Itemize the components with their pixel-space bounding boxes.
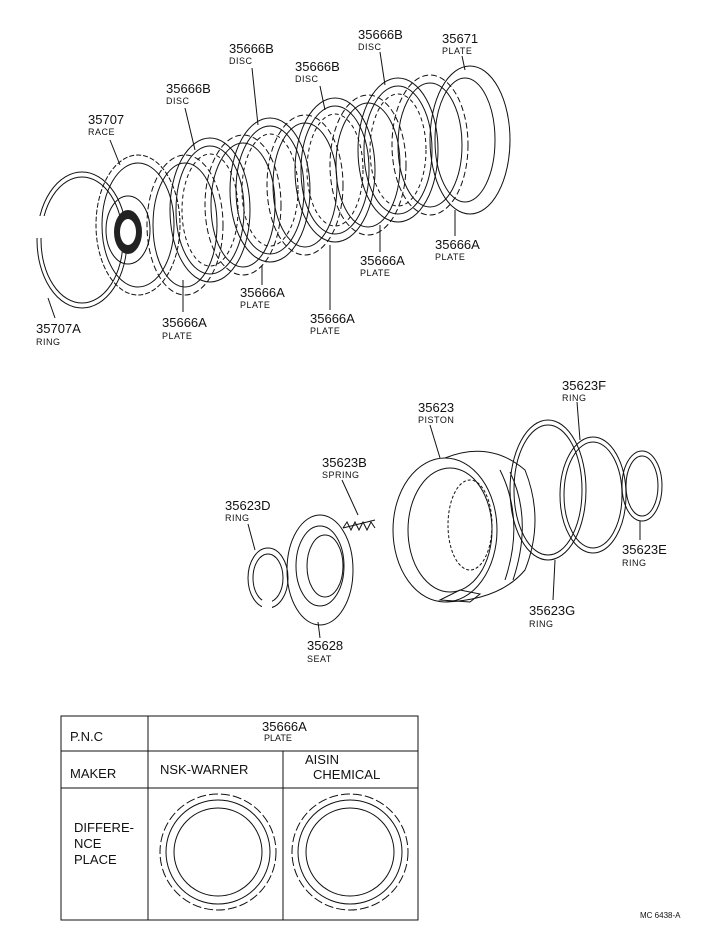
leader-lines-lower <box>247 401 641 639</box>
callout-plate-1: 35666A PLATE <box>162 315 207 341</box>
plate-drawing-aisin <box>291 793 409 911</box>
o-ring-35623e <box>621 450 663 522</box>
callout-name: PLATE <box>310 326 340 336</box>
callout-pn: 35623 <box>418 400 454 415</box>
pnc-label: P.N.C <box>70 729 103 744</box>
o-ring-35623g <box>509 419 587 561</box>
o-ring-35623f <box>559 436 627 554</box>
callout-pn: 35623F <box>562 378 606 393</box>
callout-ring-35707a: 35707A RING <box>36 321 81 347</box>
callout-plate-3: 35666A PLATE <box>310 311 355 336</box>
callout-pn: 35707 <box>88 112 124 127</box>
callout-pn: 35666B <box>229 41 274 56</box>
race-35707 <box>95 154 181 296</box>
callout-name: PLATE <box>442 46 472 56</box>
disc-ring-2 <box>229 117 311 263</box>
pnc-name: PLATE <box>264 733 292 743</box>
callout-disc-4: 35666B DISC <box>358 27 403 52</box>
callout-pn: 35623E <box>622 542 667 557</box>
callout-name: PLATE <box>435 252 465 262</box>
maker-label: MAKER <box>70 766 116 781</box>
difference-table: P.N.C 35666A PLATE MAKER NSK-WARNER AISI… <box>60 715 419 921</box>
callout-plate-4: 35666A PLATE <box>360 253 405 278</box>
piston-35623 <box>392 450 536 603</box>
callout-pn: 35666A <box>435 237 480 252</box>
plate-drawing-nsk <box>159 793 277 911</box>
callout-pn: 35707A <box>36 321 81 336</box>
callout-disc-1: 35666B DISC <box>166 81 211 106</box>
disc-ring-4 <box>357 77 439 223</box>
plate-ring-5 <box>391 74 469 216</box>
callout-pn: 35671 <box>442 31 478 46</box>
callout-pn: 35666A <box>162 315 207 330</box>
spring-35623b <box>342 519 376 532</box>
callout-pn: 35666A <box>240 285 285 300</box>
callout-disc-3: 35666B DISC <box>295 59 340 84</box>
callout-ring-e: 35623E RING <box>622 542 667 568</box>
callout-ring-f: 35623F RING <box>562 378 606 403</box>
snap-ring-35707a <box>33 171 128 309</box>
callout-name: RING <box>529 619 554 629</box>
callout-pn: 35623G <box>529 603 575 618</box>
callout-pn: 35666B <box>358 27 403 42</box>
callout-name: PLATE <box>240 300 270 310</box>
illustration-code: MC 6438-A <box>640 911 681 920</box>
callout-disc-2: 35666B DISC <box>229 41 274 66</box>
callout-name: DISC <box>166 96 190 106</box>
callout-name: DISC <box>358 42 382 52</box>
callout-name: SEAT <box>307 654 332 664</box>
callout-name: PISTON <box>418 415 454 425</box>
leader-lines-upper <box>47 51 466 319</box>
callout-spring: 35623B SPRING <box>322 455 367 480</box>
callout-pn: 35666A <box>310 311 355 326</box>
callout-plate-5: 35666A PLATE <box>435 237 480 262</box>
difference-line3: PLACE <box>74 852 117 867</box>
maker-aisin-line1: AISIN <box>305 752 339 767</box>
callout-name: RING <box>36 337 61 347</box>
callout-name: DISC <box>229 56 253 66</box>
callout-name: RING <box>622 558 647 568</box>
snap-ring-35623d <box>247 547 289 610</box>
callout-pn: 35628 <box>307 638 343 653</box>
callout-piston: 35623 PISTON <box>418 400 454 425</box>
clutch-pack-group <box>33 65 511 309</box>
callout-name: RACE <box>88 127 115 137</box>
callout-name: RING <box>225 513 250 523</box>
callout-pn: 35623B <box>322 455 367 470</box>
pressure-plate-35671 <box>429 65 511 215</box>
callout-pn: 35666B <box>295 59 340 74</box>
callout-name: DISC <box>295 74 319 84</box>
plate-ring-1 <box>146 154 224 296</box>
callout-name: PLATE <box>360 268 390 278</box>
callout-name: PLATE <box>162 331 192 341</box>
callout-pn: 35666B <box>166 81 211 96</box>
callout-ring-d: 35623D RING <box>225 498 271 523</box>
callout-name: SPRING <box>322 470 360 480</box>
callout-ring-g: 35623G RING <box>529 603 575 629</box>
callout-race-35707: 35707 RACE <box>88 112 124 137</box>
difference-line2: NCE <box>74 836 102 851</box>
piston-group <box>247 419 663 626</box>
callout-seat: 35628 SEAT <box>307 638 343 664</box>
pnc-value: 35666A <box>262 719 307 734</box>
difference-line1: DIFFERE- <box>74 820 134 835</box>
disc-ring-3 <box>294 97 376 243</box>
callout-pn: 35623D <box>225 498 271 513</box>
seat-35628 <box>286 514 354 626</box>
callout-pn: 35666A <box>360 253 405 268</box>
maker-aisin-line2: CHEMICAL <box>313 767 380 782</box>
maker-nsk: NSK-WARNER <box>160 762 248 777</box>
callout-plate-35671: 35671 PLATE <box>442 31 478 56</box>
callout-name: RING <box>562 393 587 403</box>
callout-plate-2: 35666A PLATE <box>240 285 285 310</box>
